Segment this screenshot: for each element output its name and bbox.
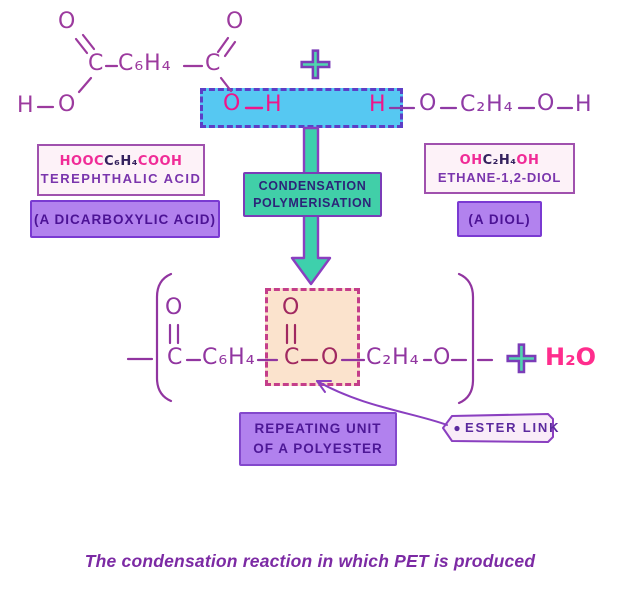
atom-h: H [575,92,592,117]
ester-atom-c: C [284,345,300,370]
ethylene-formula: C₂H₄ [366,345,420,370]
water-formula: H₂O [545,343,596,371]
atom-o: O [419,91,437,116]
left-bracket [155,272,173,403]
ester-group-highlight-box [265,288,360,386]
acid-formula: HOOCC₆H₄COOH [60,154,183,169]
diol-type-tag: (A DIOL) [457,201,542,237]
ester-atom-o: O [321,345,339,370]
plus-icon: + [296,38,335,89]
atom-h: H [17,93,34,118]
tag-dot-icon [454,425,460,432]
atom-o: O [433,345,451,370]
plus-icon: + [502,332,541,383]
process-line2: POLYMERISATION [253,195,372,210]
acid-type-tag: (A DICARBOXYLIC ACID) [30,200,220,238]
atom-o: O [537,91,555,116]
condensation-polymerisation-label: CONDENSATION POLYMERISATION [243,172,382,217]
repeating-unit-line2: OF A POLYESTER [253,441,383,456]
process-line1: CONDENSATION [258,179,367,194]
benzene-ring-formula: C₆H₄ [202,345,256,370]
figure-caption: The condensation reaction in which PET i… [84,551,536,571]
formula-segment: HOOC [59,154,105,169]
atom-o: O [165,295,183,320]
diol-formula: OHC₂H₄OH [460,153,540,168]
repeating-unit-line1: REPEATING UNIT [254,421,382,437]
atom-o: O [58,92,76,117]
highlight-atom-h: H [265,92,282,117]
formula-segment: C₂H₄ [482,152,517,168]
ester-link-label: ESTER LINK [465,420,561,435]
atom-c: C [167,345,183,370]
repeating-unit-label: REPEATING UNIT OF A POLYESTER [239,412,397,466]
right-bracket [457,272,475,405]
highlight-atom-h: H [369,92,386,117]
acid-name: TEREPHTHALIC ACID [40,171,202,186]
ester-atom-o: O [282,295,300,320]
atom-c: C [205,51,221,76]
ethylene-formula: C₂H₄ [460,92,514,117]
formula-segment: OH [459,152,483,168]
atom-c: C [88,51,104,76]
atom-o: O [226,9,244,34]
atom-o: O [58,9,76,34]
hydroxyl-highlight-box [200,88,403,128]
highlight-atom-o: O [223,91,241,116]
benzene-ring-formula: C₆H₄ [118,51,172,76]
formula-segment: COOH [137,154,183,169]
diol-label-panel: OHC₂H₄OH ETHANE-1,2-DIOL [424,143,575,194]
acid-label-panel: HOOCC₆H₄COOH TEREPHTHALIC ACID [37,144,205,196]
formula-segment: OH [516,152,540,168]
formula-segment: C₆H₄ [104,154,138,169]
diol-name: ETHANE-1,2-DIOL [437,169,562,185]
